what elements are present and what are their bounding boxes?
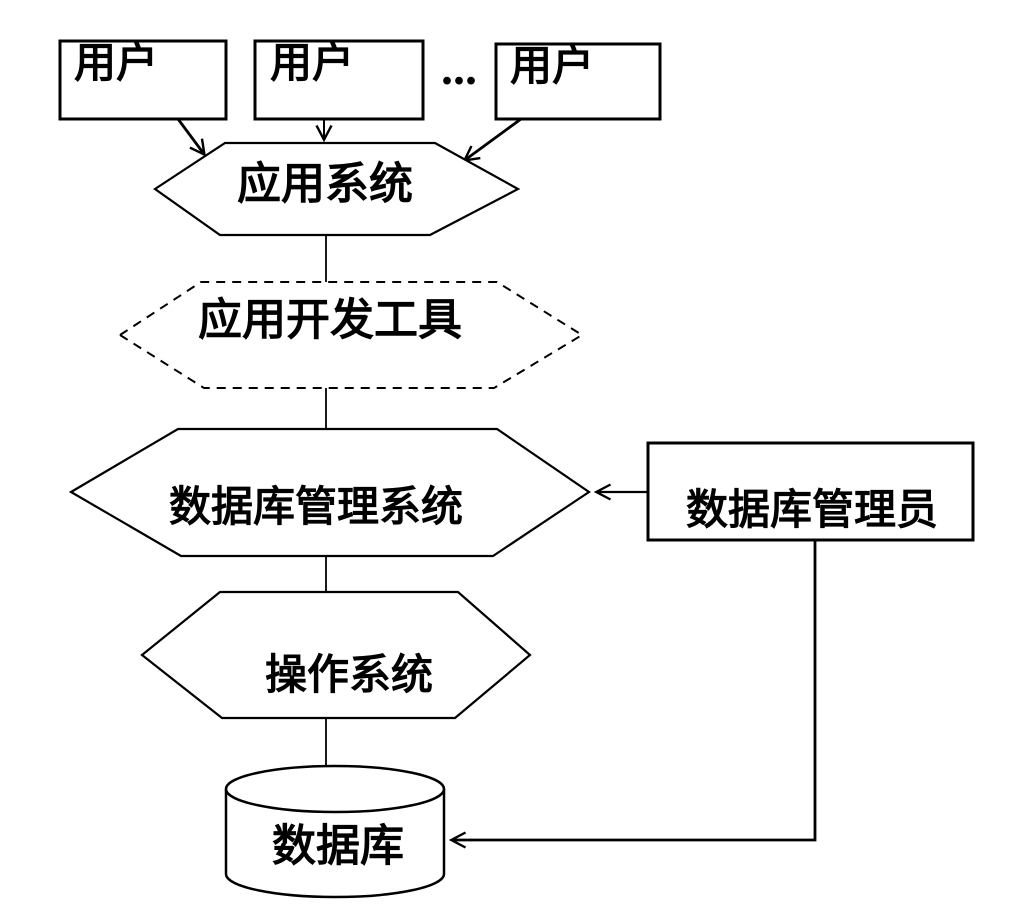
arrow-user3-to-application-system xyxy=(465,117,522,160)
database-label: 数据库 xyxy=(272,822,404,871)
dba-box xyxy=(646,441,975,542)
user-box-2 xyxy=(253,39,425,121)
dba-label: 数据库管理员 xyxy=(686,487,938,534)
dbms-hexagon xyxy=(68,427,591,558)
database-cylinder-top xyxy=(224,764,446,814)
os-label: 操作系统 xyxy=(265,652,433,699)
user-box-2-label: 用户 xyxy=(270,40,354,87)
user-box-1-label: 用户 xyxy=(74,40,158,87)
application-system-hexagon xyxy=(153,141,521,237)
arrow-user1-to-application-system xyxy=(176,118,204,154)
os-hexagon xyxy=(140,590,532,720)
user-box-3-label: 用户 xyxy=(510,43,594,90)
dbms-label: 数据库管理系统 xyxy=(169,484,463,531)
database-cylinder-body xyxy=(224,789,446,899)
application-system-label: 应用系统 xyxy=(237,160,413,209)
ellipsis-label: ... xyxy=(441,42,477,95)
app-dev-tool-label: 应用开发工具 xyxy=(198,296,462,345)
app-dev-tool-dashed-hexagon xyxy=(118,281,584,389)
user-box-3 xyxy=(494,42,662,121)
user-box-1 xyxy=(58,39,228,121)
arrow-dba-to-database xyxy=(452,540,817,840)
